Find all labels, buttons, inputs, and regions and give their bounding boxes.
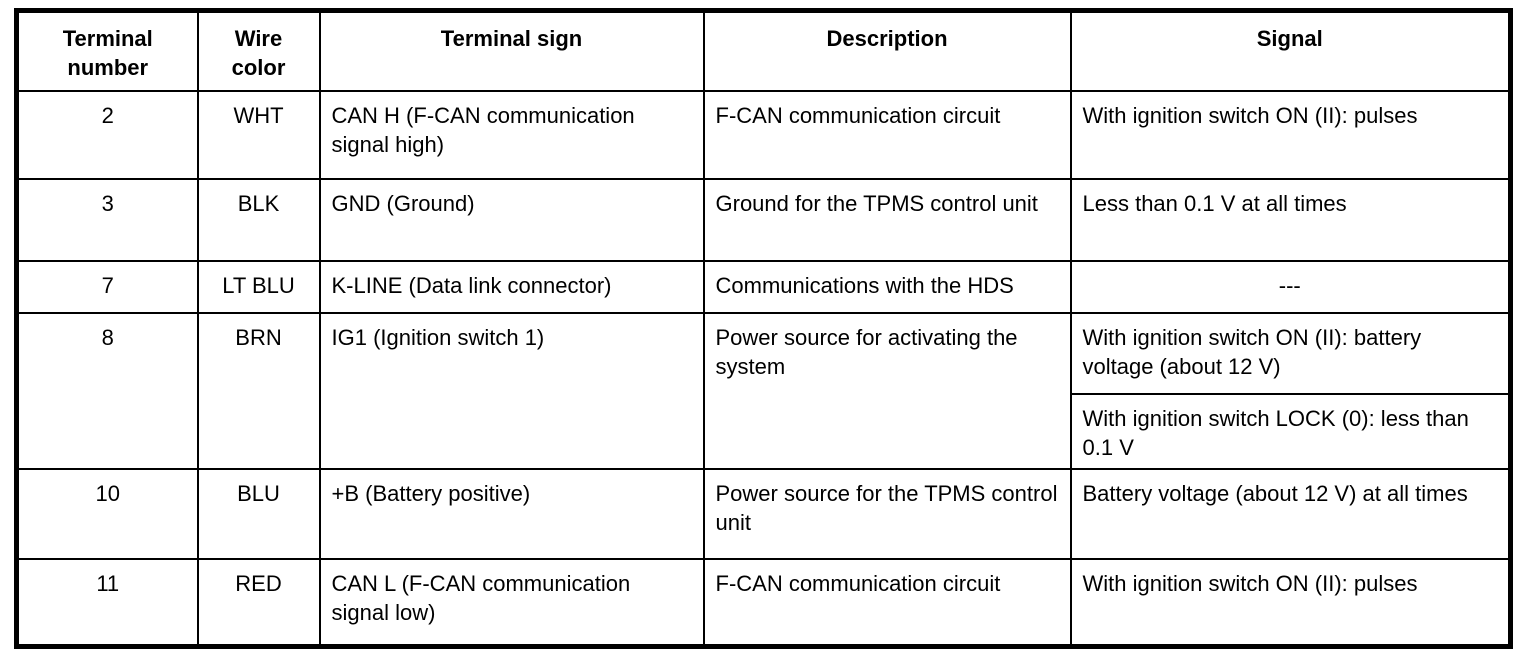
wire-color-cell: BLK xyxy=(196,177,321,262)
signal-cell: Less than 0.1 V at all times xyxy=(1069,177,1512,262)
signal-cell: With ignition switch ON (II): battery vo… xyxy=(1069,311,1512,470)
column-header-0: Terminal number xyxy=(15,9,199,92)
terminal-number-cell: 8 xyxy=(15,311,199,470)
terminal-sign-cell: K-LINE (Data link connector) xyxy=(318,259,705,314)
signal-cell: With ignition switch ON (II): pulses xyxy=(1069,557,1512,648)
column-header-4: Signal xyxy=(1069,9,1512,92)
terminal-sign-cell: GND (Ground) xyxy=(318,177,705,262)
signal-cell: --- xyxy=(1069,259,1512,314)
signal-segment: With ignition switch ON (II): battery vo… xyxy=(1082,324,1422,379)
signal-segment: Less than 0.1 V at all times xyxy=(1082,190,1347,216)
column-header-3: Description xyxy=(702,9,1072,92)
signal-segment: With ignition switch ON (II): pulses xyxy=(1082,102,1418,128)
signal-cell: With ignition switch ON (II): pulses xyxy=(1069,89,1512,180)
wire-color-cell: BRN xyxy=(196,311,321,470)
signal-segment: With ignition switch ON (II): pulses xyxy=(1082,570,1418,596)
signal-segment: --- xyxy=(1278,272,1301,298)
terminal-number-cell: 3 xyxy=(15,177,199,262)
column-header-2: Terminal sign xyxy=(318,9,705,92)
description-cell: Power source for the TPMS control unit xyxy=(702,467,1072,560)
signal-segment: Battery voltage (about 12 V) at all time… xyxy=(1082,480,1468,506)
wire-color-cell: LT BLU xyxy=(196,259,321,314)
terminal-number-cell: 10 xyxy=(15,467,199,560)
terminal-sign-cell: IG1 (Ignition switch 1) xyxy=(318,311,705,470)
wire-color-cell: RED xyxy=(196,557,321,648)
description-cell: Communications with the HDS xyxy=(702,259,1072,314)
terminal-number-cell: 2 xyxy=(15,89,199,180)
terminal-number-cell: 7 xyxy=(15,259,199,314)
signal-segment: With ignition switch LOCK (0): less than… xyxy=(1072,392,1508,467)
column-header-1: Wire color xyxy=(196,9,321,92)
terminal-sign-cell: CAN L (F-CAN communication signal low) xyxy=(318,557,705,648)
terminal-number-cell: 11 xyxy=(15,557,199,648)
description-cell: F-CAN communication circuit xyxy=(702,89,1072,180)
wire-color-cell: BLU xyxy=(196,467,321,560)
description-cell: Ground for the TPMS control unit xyxy=(702,177,1072,262)
terminal-sign-cell: +B (Battery positive) xyxy=(318,467,705,560)
signal-cell: Battery voltage (about 12 V) at all time… xyxy=(1069,467,1512,560)
description-cell: Power source for activating the system xyxy=(702,311,1072,470)
wire-color-cell: WHT xyxy=(196,89,321,180)
terminal-sign-cell: CAN H (F-CAN communication signal high) xyxy=(318,89,705,180)
description-cell: F-CAN communication circuit xyxy=(702,557,1072,648)
